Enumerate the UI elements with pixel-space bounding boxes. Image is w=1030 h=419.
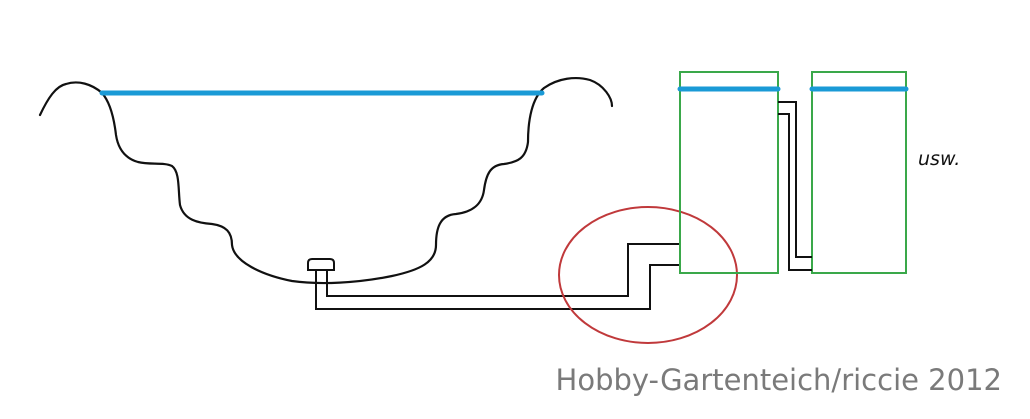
connector-pipe-inner (778, 113, 812, 271)
pipe-upper (326, 243, 680, 297)
pond-outline (38, 77, 614, 285)
filter-chamber-1 (679, 71, 779, 274)
highlight-circle (558, 206, 738, 344)
connector-pipe-outer (778, 101, 812, 258)
filter-chamber-2 (811, 71, 907, 274)
bottom-drain (307, 258, 335, 271)
annotation-usw: usw. (918, 148, 960, 170)
pipe-lower (315, 264, 680, 310)
watermark: Hobby-Gartenteich/riccie 2012 (555, 363, 1002, 397)
